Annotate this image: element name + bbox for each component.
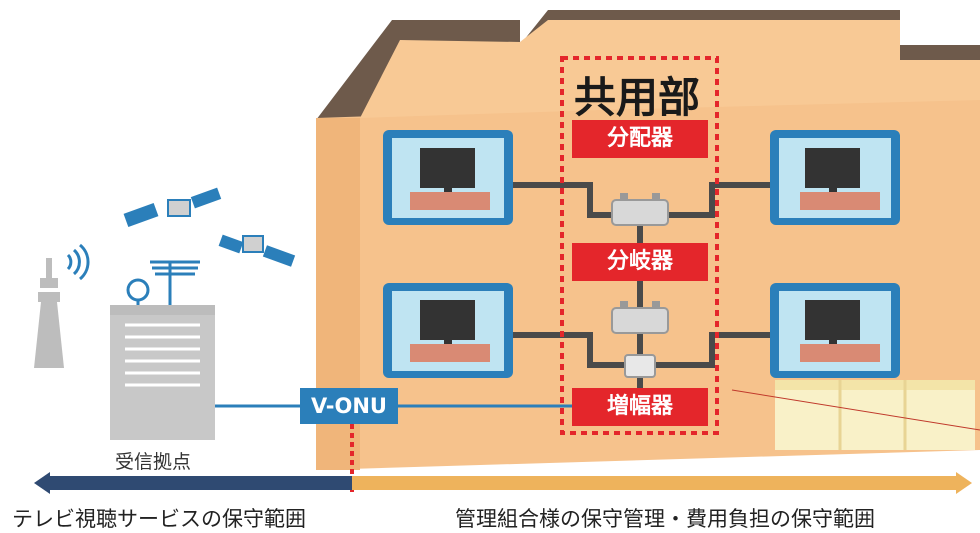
amplifier-label: 増幅器: [572, 388, 708, 426]
splitter-device: [611, 193, 669, 226]
scope-arrow-right: [352, 472, 972, 494]
entrance: [775, 380, 975, 450]
v-onu-label: V-ONU: [300, 388, 398, 424]
dish-antenna: [126, 260, 200, 305]
pointer-line: [731, 389, 980, 431]
tv-tower-icon: [34, 258, 64, 368]
shared-area-boundary: [560, 56, 719, 435]
room-top-left: [383, 130, 513, 225]
reception-building: [110, 305, 215, 440]
amplifier-device: [624, 354, 656, 378]
splitter-label: 分配器: [572, 120, 708, 158]
shared-area-title: 共用部: [574, 73, 701, 122]
scope-arrow-left: [34, 472, 352, 494]
reception-base-label: 受信拠点: [115, 451, 192, 473]
room-bottom-right: [770, 283, 900, 378]
management-scope-label: 管理組合様の保守管理・費用負担の保守範囲: [455, 507, 875, 531]
room-top-right: [770, 130, 900, 225]
cables: [513, 182, 770, 400]
room-bottom-left: [383, 283, 513, 378]
satellite-icon-2: [218, 234, 296, 267]
brancher-device: [611, 301, 669, 334]
signal-waves-icon: [66, 243, 90, 281]
brancher-label: 分岐器: [572, 243, 708, 281]
satellite-icon-1: [123, 187, 222, 228]
tv-service-scope-label: テレビ視聴サービスの保守範囲: [12, 507, 306, 531]
